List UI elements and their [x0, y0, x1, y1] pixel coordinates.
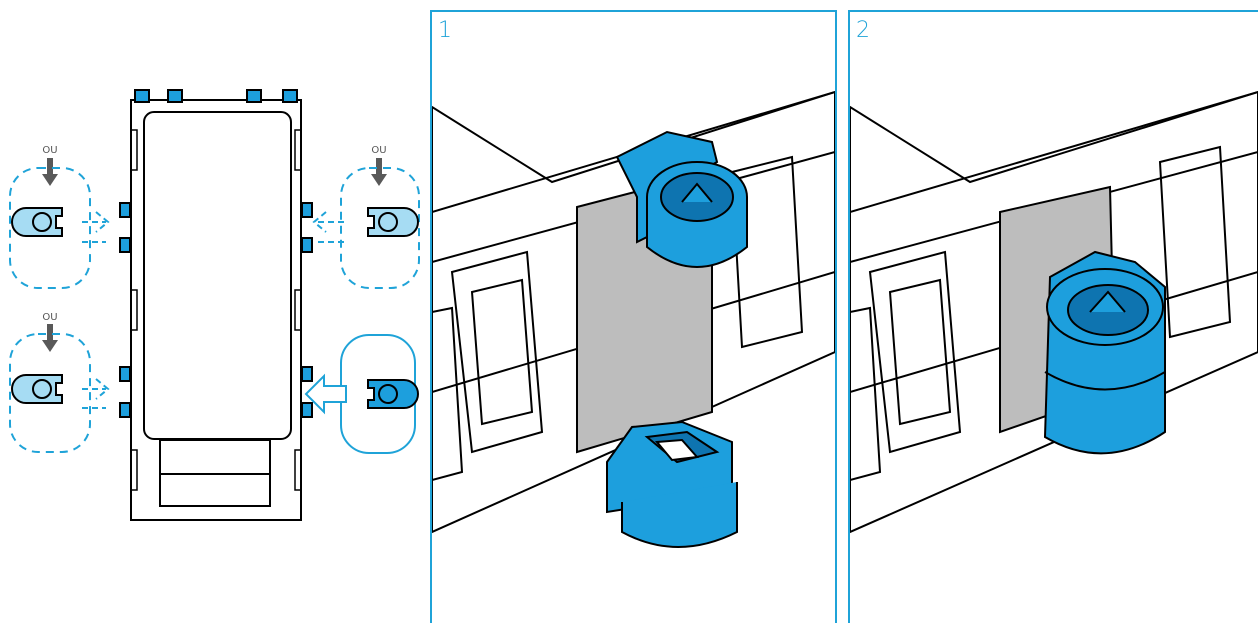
clip-icon [11, 374, 63, 404]
dashed-arrow-icon [312, 211, 344, 233]
option-bottom-right [304, 334, 419, 454]
option-top-left: OU [9, 145, 110, 289]
option-bottom-left: OU [9, 312, 110, 453]
panel-number: 2 [856, 18, 870, 43]
clip-top [615, 130, 748, 268]
tray-outline [130, 99, 302, 521]
side-slots [119, 202, 313, 418]
dashed-arrow-icon [82, 378, 110, 400]
rail-slot-icon [131, 129, 301, 491]
clip-assembled [1043, 250, 1166, 455]
panel-1: 1 [430, 10, 837, 623]
clip-icon [11, 207, 63, 237]
down-arrow-icon [371, 158, 387, 186]
panel-number: 1 [438, 18, 452, 43]
overview-diagram: OU OU OU [9, 89, 420, 521]
panel-2-illustration [850, 90, 1258, 534]
panel-1-illustration [432, 90, 835, 548]
solid-arrow-icon [304, 373, 347, 415]
dashed-arrow-icon [82, 211, 110, 233]
option-top-right: OU [312, 145, 420, 289]
clip-bottom [606, 420, 738, 548]
ou-label: OU [42, 145, 57, 156]
top-tabs [134, 89, 298, 103]
ou-label: OU [371, 145, 386, 156]
ou-label: OU [42, 312, 57, 323]
clip-icon [367, 379, 419, 409]
down-arrow-icon [42, 158, 58, 186]
clip-icon [367, 207, 419, 237]
panel-2: 2 [848, 10, 1258, 623]
down-arrow-icon [42, 324, 58, 352]
